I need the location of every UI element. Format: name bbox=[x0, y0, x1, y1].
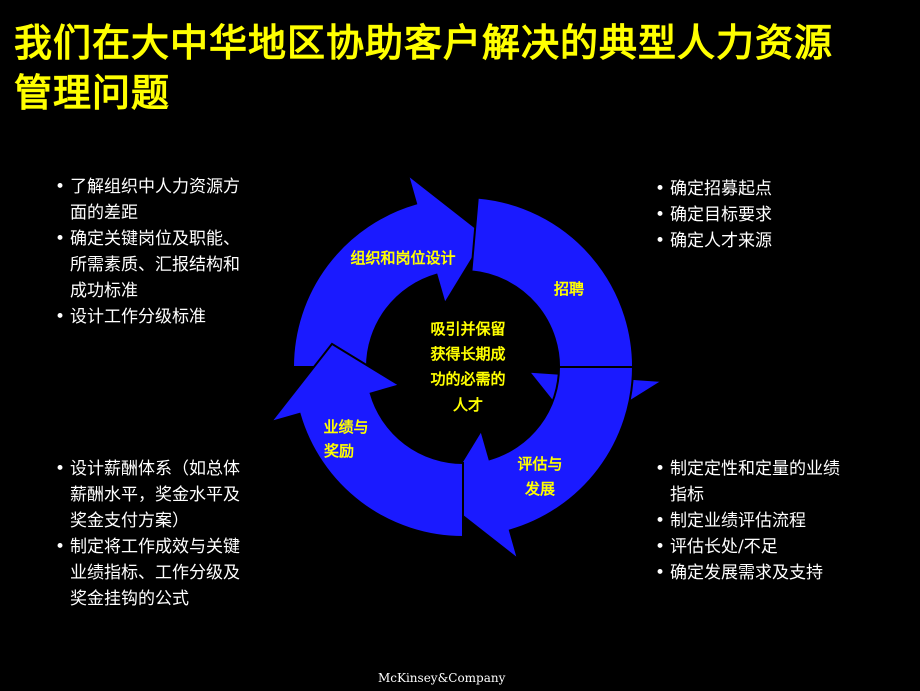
bullet-item: 确定目标要求 bbox=[652, 202, 772, 228]
bullet-line: 确定招募起点 bbox=[670, 179, 772, 199]
bullet-line: 业绩指标、工作分级及 bbox=[70, 563, 240, 583]
bullet-line: 了解组织中人力资源方 bbox=[70, 177, 240, 197]
center-text-line-3: 功的必需的 bbox=[430, 370, 505, 388]
eval-label-line-2: 发展 bbox=[524, 480, 555, 498]
company-logo: McKinsey&Company bbox=[378, 671, 506, 685]
bullet-line: 确定目标要求 bbox=[670, 205, 772, 225]
bullet-item: 评估长处/不足 bbox=[652, 534, 840, 560]
bullet-item: 制定业绩评估流程 bbox=[652, 508, 840, 534]
org-design-label: 组织和岗位设计 bbox=[350, 249, 455, 267]
bullet-line: 成功标准 bbox=[70, 281, 138, 301]
page-title: 我们在大中华地区协助客户解决的典型人力资源 管理问题 bbox=[14, 18, 914, 118]
center-text-line-1: 吸引并保留 bbox=[430, 320, 505, 338]
bullet-line: 制定业绩评估流程 bbox=[670, 511, 806, 531]
title-line-2: 管理问题 bbox=[14, 71, 171, 115]
recruit-tasks: 确定招募起点确定目标要求确定人才来源 bbox=[652, 176, 772, 254]
bullet-line: 薪酬水平，奖金水平及 bbox=[70, 485, 240, 505]
bullet-line: 指标 bbox=[670, 485, 704, 505]
bullet-item: 确定招募起点 bbox=[652, 176, 772, 202]
bullet-item: 确定发展需求及支持 bbox=[652, 560, 840, 586]
bullet-line: 制定将工作成效与关键 bbox=[70, 537, 240, 557]
eval-tasks: 制定定性和定量的业绩指标制定业绩评估流程评估长处/不足确定发展需求及支持 bbox=[652, 456, 840, 586]
cycle-arrows bbox=[268, 172, 666, 562]
reward-tasks: 设计薪酬体系（如总体薪酬水平，奖金水平及奖金支付方案）制定将工作成效与关键业绩指… bbox=[52, 456, 240, 612]
bullet-line: 设计薪酬体系（如总体 bbox=[70, 459, 240, 479]
bullet-line: 确定关键岗位及职能、 bbox=[70, 229, 240, 249]
reward-label-line-2: 奖励 bbox=[324, 442, 354, 460]
bullet-line: 奖金支付方案） bbox=[70, 511, 189, 531]
eval-arrow bbox=[438, 366, 635, 562]
reward-label-line-1: 业绩与 bbox=[323, 418, 368, 436]
title-line-1: 我们在大中华地区协助客户解决的典型人力资源 bbox=[14, 21, 834, 65]
bullet-line: 设计工作分级标准 bbox=[70, 307, 206, 327]
org-design-arrow bbox=[291, 172, 488, 368]
bullet-item: 设计工作分级标准 bbox=[52, 304, 240, 330]
reward-arrow bbox=[268, 342, 464, 539]
bullet-line: 确定人才来源 bbox=[670, 231, 772, 251]
bullet-line: 奖金挂钩的公式 bbox=[70, 589, 189, 609]
bullet-line: 确定发展需求及支持 bbox=[670, 563, 823, 583]
center-text-line-2: 获得长期成 bbox=[430, 345, 505, 363]
eval-label-line-1: 评估与 bbox=[517, 455, 562, 473]
bullet-line: 所需素质、汇报结构和 bbox=[70, 255, 240, 275]
org-design-tasks: 了解组织中人力资源方面的差距确定关键岗位及职能、所需素质、汇报结构和成功标准设计… bbox=[52, 174, 240, 330]
bullet-line: 制定定性和定量的业绩 bbox=[670, 459, 840, 479]
bullet-item: 确定人才来源 bbox=[652, 228, 772, 254]
bullet-line: 面的差距 bbox=[70, 203, 138, 223]
recruit-label: 招聘 bbox=[554, 280, 584, 298]
center-text-line-4: 人才 bbox=[453, 396, 483, 414]
bullet-line: 评估长处/不足 bbox=[670, 537, 778, 557]
